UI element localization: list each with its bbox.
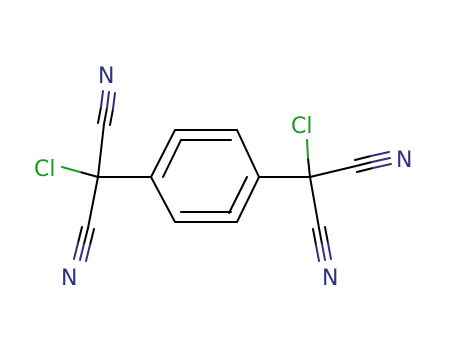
left-substituent bbox=[61, 90, 152, 262]
nitrile-right-triple-1 bbox=[355, 161, 373, 167]
ring-bond-2 bbox=[236, 129, 260, 178]
bond-left-carbon-cl bbox=[79, 171, 99, 178]
bond-right-carbon-cl bbox=[307, 157, 311, 178]
benzene-ring bbox=[150, 129, 260, 223]
nitrile-up-triple-3n bbox=[112, 92, 116, 110]
nitrile-br-triple-2n bbox=[315, 244, 320, 262]
nitrile-down-triple-2n bbox=[85, 244, 91, 262]
nitrile-br-triple-2 bbox=[312, 228, 317, 246]
nitrile-up-triple-3 bbox=[109, 108, 114, 126]
bond-left-cl-colored bbox=[61, 166, 81, 173]
bond-right-cl-colored bbox=[306, 139, 309, 159]
atom-label-cl-right: Cl bbox=[291, 114, 312, 139]
nitrile-up-triple-1 bbox=[103, 107, 108, 125]
nitrile-br-triple-3n bbox=[327, 242, 332, 260]
atom-label-n-bottom-right: N bbox=[322, 266, 338, 291]
bond-right-carbon-right bbox=[309, 165, 357, 178]
nitrile-right-triple-1n bbox=[371, 157, 391, 163]
nitrile-right-triple-3 bbox=[356, 167, 374, 173]
ring-bond-6 bbox=[150, 129, 176, 178]
bond-left-carbon-up bbox=[97, 123, 105, 178]
right-substituent bbox=[258, 139, 392, 262]
nitrile-up-triple-2n bbox=[100, 90, 104, 108]
nitrile-br-triple-1 bbox=[318, 227, 323, 245]
nitrile-right-triple-3n bbox=[372, 163, 392, 169]
nitrile-br-triple-1n bbox=[321, 243, 326, 261]
nitrile-down-triple-1n bbox=[79, 243, 85, 261]
ring-bond-5 bbox=[150, 176, 176, 223]
ring-bond-3 bbox=[236, 176, 260, 223]
ring-double-right bbox=[228, 176, 248, 214]
atom-label-n-right: N bbox=[396, 148, 412, 173]
atom-label-cl-left: Cl bbox=[34, 157, 55, 182]
nitrile-right-triple-2n bbox=[370, 151, 390, 157]
atom-label-n-top: N bbox=[98, 64, 114, 89]
nitrile-right-triple-2 bbox=[354, 155, 372, 161]
nitrile-down-triple-3 bbox=[77, 226, 83, 244]
nitrile-br-triple-3 bbox=[324, 226, 329, 244]
bond-right-carbon-down bbox=[309, 176, 320, 229]
ring-double-left bbox=[162, 139, 182, 178]
atom-label-n-bottom-left: N bbox=[61, 266, 77, 291]
nitrile-down-triple-3n bbox=[73, 242, 79, 260]
nitrile-up-triple-2 bbox=[97, 106, 102, 124]
nitrile-up-triple-1n bbox=[106, 91, 110, 109]
nitrile-down-triple-2 bbox=[89, 228, 95, 246]
nitrile-down-triple-1 bbox=[83, 227, 89, 245]
bond-left-carbon-down bbox=[87, 176, 99, 229]
